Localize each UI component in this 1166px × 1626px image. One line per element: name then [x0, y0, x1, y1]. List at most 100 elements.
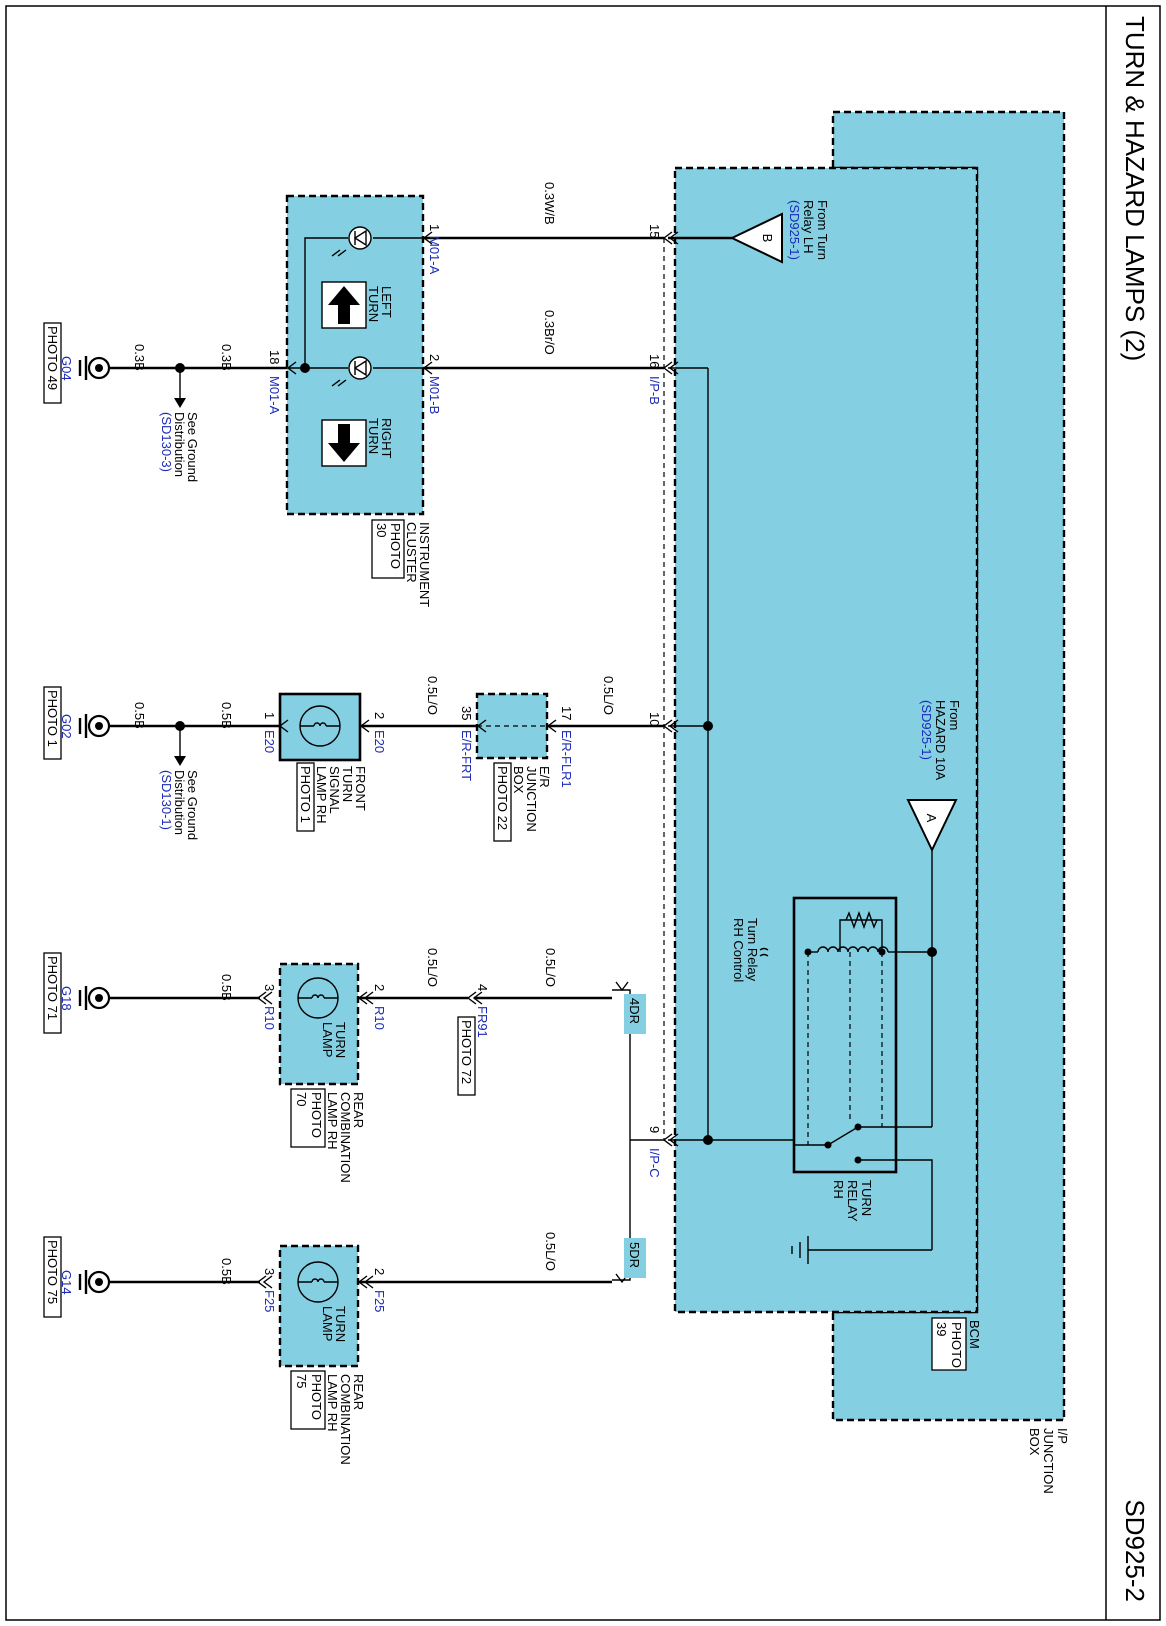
cluster-title-1: INSTRUMENT — [417, 522, 432, 607]
tag-4dr-box — [624, 994, 646, 1034]
relay-switch-arm — [827, 1126, 859, 1146]
rear4-comb-label-2: COMBINATION — [338, 1092, 353, 1183]
front-pin-35-conn: E/R-FRT — [459, 730, 474, 781]
cluster-photo-2: 30 — [374, 523, 389, 537]
cluster-see-ground-link[interactable]: (SD130-3) — [159, 412, 174, 472]
wire-door-split — [612, 989, 664, 1281]
left-turn-label-1: LEFT — [379, 286, 394, 318]
right-turn-label-1: RIGHT — [379, 418, 394, 459]
wire-label-0-3br-o: 0.3Br/O — [542, 310, 557, 355]
cluster-see-ground-1: See Ground — [185, 412, 200, 482]
relay-switch-pivot — [824, 1141, 832, 1149]
er-jbox-label-1: E/R — [537, 766, 552, 788]
relay-ground-symbol — [791, 1236, 932, 1264]
ground-g04-icon — [78, 356, 111, 380]
ref-a-symbol: A — [924, 814, 939, 823]
rear4-pin-4-conn: FR91 — [475, 1006, 490, 1038]
ref-a-triangle — [906, 799, 958, 853]
ground-g14-photo-box — [43, 1236, 62, 1318]
rear5-lamp-label-2: LAMP — [320, 1306, 335, 1341]
front-see-ground-link[interactable]: (SD130-1) — [159, 770, 174, 830]
ref-a-line-1: From — [947, 700, 962, 730]
cluster-left-led-wire — [304, 237, 423, 368]
cluster-pin-1-conn: M01-A — [427, 236, 442, 275]
rear4-wire-gnd: 0.5B — [219, 974, 234, 1001]
rear4-comb-label-1: REAR — [351, 1092, 366, 1128]
bcm-photo-box — [931, 1317, 967, 1371]
rear5-connector-3 — [256, 1275, 273, 1289]
page-frame — [5, 5, 1161, 1621]
page-code: SD925-2 — [1120, 1499, 1150, 1602]
rear5-lamp-pin-2-conn: F25 — [372, 1290, 387, 1312]
ground-g04: G04 — [59, 356, 74, 381]
rear4-lamp-pin-3-conn: R10 — [262, 1006, 277, 1030]
er-connector-17 — [546, 719, 557, 733]
rear4-comb-label-3: LAMP RH — [325, 1092, 340, 1150]
ref-b-link[interactable]: (SD925-1) — [787, 200, 802, 260]
bcm-pin-9: 9 — [647, 1126, 662, 1133]
er-connector-35 — [476, 719, 487, 733]
rear4-wire-bcm: 0.5L/O — [543, 948, 558, 987]
rear5-connector-2 — [357, 1275, 374, 1289]
rear5-lamp-pin-2: 2 — [372, 1268, 387, 1275]
ground-g02-photo: PHOTO 1 — [45, 690, 60, 747]
fr91-photo: PHOTO 72 — [459, 1020, 474, 1084]
ground-g02-photo-box — [43, 686, 62, 760]
rear5-comb-label-1: REAR — [351, 1374, 366, 1410]
bcm-pin-10: 10 — [647, 712, 662, 726]
ip-jbox-label-2: JUNCTION — [1041, 1428, 1056, 1494]
front-lamp-photo: PHOTO 1 — [298, 766, 313, 823]
rear5-wire-bcm: 0.5L/O — [543, 1232, 558, 1271]
cluster-pin-18-conn: M01-A — [267, 376, 282, 415]
cluster-connector-1 — [422, 231, 433, 245]
ref-a-link[interactable]: (SD925-1) — [919, 700, 934, 760]
bcm-photo-2: 39 — [934, 1322, 949, 1336]
ground-g02: G02 — [59, 714, 74, 739]
front-wire-bcm: 0.5L/O — [601, 676, 616, 715]
wire-label-0-3w-b: 0.3W/B — [542, 182, 557, 225]
rear4-comb-photo-1: PHOTO — [309, 1092, 324, 1138]
left-led-diode — [353, 229, 367, 247]
cluster-wire-gnd-1: 0.3B — [219, 344, 234, 371]
relay-resistor — [845, 910, 878, 930]
ground-g02-icon — [78, 714, 111, 738]
er-jbox-photo-box — [493, 762, 512, 842]
rear4-lamp-pin-3: 3 — [262, 984, 277, 991]
bcm-pin-16-conn: I/P-B — [647, 376, 662, 405]
front-lamp-photo-box — [296, 762, 315, 832]
rear4-connector-2 — [357, 991, 374, 1005]
relay-name-1: TURN — [859, 1180, 874, 1216]
tag-5dr-box — [624, 1238, 646, 1278]
rear5-comb-label-3: LAMP RH — [325, 1374, 340, 1432]
rear4-lamp-label-1: TURN — [333, 1022, 348, 1058]
cluster-see-ground-2: Distribution — [172, 412, 187, 477]
cluster-connector-2 — [422, 361, 433, 375]
cluster-photo-box — [371, 519, 405, 579]
right-led-diode — [353, 359, 367, 377]
ground-g18-photo: PHOTO 71 — [45, 956, 60, 1020]
relay-control-1: Turn Relay — [745, 918, 760, 982]
rear4-lamp-filament — [298, 994, 338, 999]
ground-g18-photo-box — [43, 952, 62, 1034]
er-jbox-label-3: BOX — [511, 766, 526, 794]
rear4-lamp-box — [278, 962, 360, 1086]
cluster-pin-2: 2 — [427, 354, 442, 361]
tag-5dr: 5DR — [627, 1242, 642, 1268]
front-lamp-label-1: FRONT — [353, 766, 368, 811]
front-lamp-filament — [300, 722, 340, 727]
front-lamp-pin-1: 1 — [262, 712, 277, 719]
rear5-lamp-label-1: TURN — [333, 1306, 348, 1342]
tag-4dr: 4DR — [627, 998, 642, 1024]
front-pin-35: 35 — [459, 706, 474, 720]
rear5-lamp-filament — [298, 1278, 338, 1283]
ip-jbox-label-1: I/P — [1055, 1428, 1070, 1444]
ground-g14-photo: PHOTO 75 — [45, 1240, 60, 1304]
rear4-lamp-pin-2: 2 — [372, 984, 387, 991]
wire-relay-ground — [902, 1159, 933, 1250]
front-wire-mid: 0.5L/O — [425, 676, 440, 715]
ref-b-line-2: Relay LH — [801, 200, 816, 253]
left-turn-arrow-icon — [328, 286, 360, 324]
bcm-pin-15: 15 — [647, 224, 662, 238]
